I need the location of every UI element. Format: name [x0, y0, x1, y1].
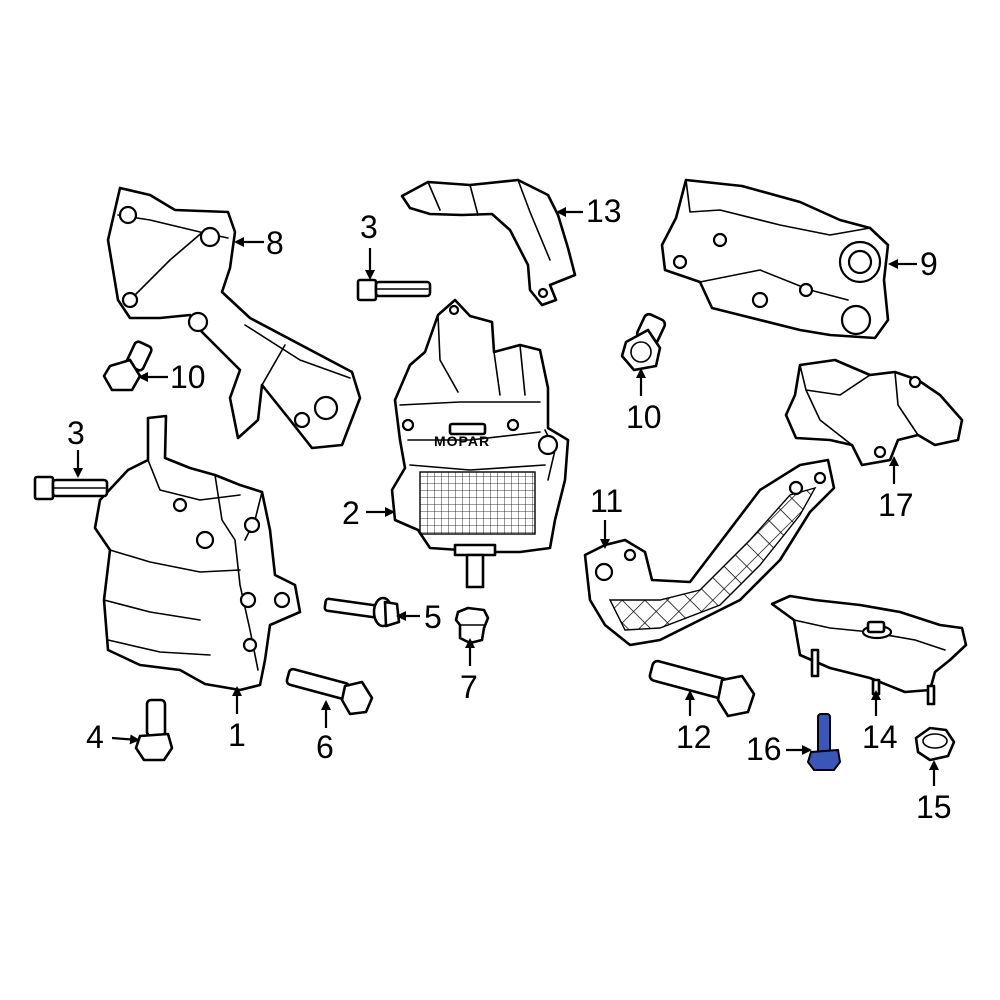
callout-13: 13	[586, 193, 622, 229]
callout-16: 16	[746, 731, 782, 767]
part-8-bracket[interactable]	[106, 186, 362, 450]
callout-7: 7	[460, 669, 478, 705]
callout-3-lower: 3	[67, 415, 85, 451]
part-10-bolt-left[interactable]	[102, 340, 153, 392]
part-15-nut[interactable]	[914, 726, 956, 762]
part-11-bracket[interactable]	[583, 458, 836, 647]
callout-1: 1	[228, 717, 246, 753]
part-6-bolt[interactable]	[285, 667, 374, 716]
callout-2: 2	[342, 495, 360, 531]
part-7-nut[interactable]	[454, 606, 490, 645]
leader-4	[111, 734, 140, 745]
part-17-mount[interactable]	[784, 358, 964, 467]
part-16-bolt[interactable]	[806, 713, 842, 771]
callout-11: 11	[590, 483, 623, 519]
callout-leaders	[73, 207, 939, 786]
part-13-shield[interactable]	[400, 178, 577, 307]
part-3-bolt-upper[interactable]	[356, 278, 432, 302]
part-3-bolt-lower[interactable]	[33, 475, 109, 501]
mopar-logo-text: MOPAR	[434, 433, 490, 449]
callout-numbers: 8 3 13 9 10 10 3 11 17 2 5 7 6 1 4 12 14…	[67, 193, 952, 825]
part-4-bolt[interactable]	[134, 698, 174, 762]
part-5-bolt[interactable]	[323, 596, 401, 628]
callout-3-upper: 3	[360, 209, 378, 245]
callout-10-right: 10	[626, 399, 662, 435]
callout-17: 17	[878, 487, 914, 523]
part-12-bolt[interactable]	[648, 659, 756, 718]
part-9-mount[interactable]	[660, 178, 890, 340]
callout-10-left: 10	[170, 359, 206, 395]
part-14-mount[interactable]	[770, 594, 968, 706]
callout-14: 14	[862, 719, 898, 755]
callout-12: 12	[676, 719, 712, 755]
callout-4: 4	[86, 719, 104, 755]
callout-15: 15	[916, 789, 952, 825]
part-1-mount[interactable]	[93, 414, 302, 692]
part-2-engine-mount[interactable]: MOPAR	[390, 298, 570, 589]
callout-5: 5	[424, 599, 442, 635]
callout-8: 8	[266, 225, 284, 261]
callout-6: 6	[316, 729, 334, 765]
callout-9: 9	[920, 246, 938, 282]
part-10-bolt-right[interactable]	[620, 312, 667, 372]
